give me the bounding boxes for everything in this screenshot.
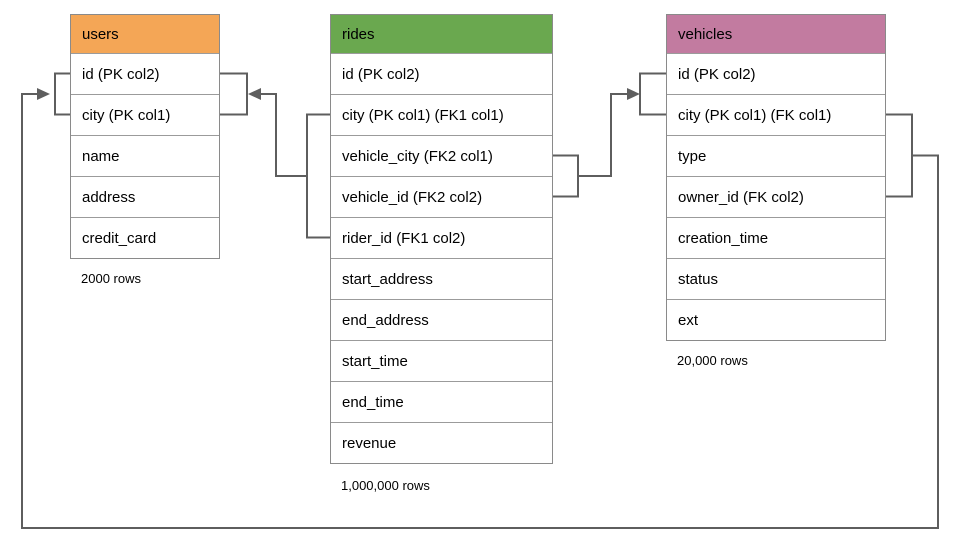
table-row: creation_time bbox=[667, 217, 885, 258]
table-rides: rides id (PK col2) city (PK col1) (FK1 c… bbox=[330, 14, 553, 464]
table-row: end_address bbox=[331, 299, 552, 340]
table-row: ext bbox=[667, 299, 885, 340]
table-row: owner_id (FK col2) bbox=[667, 176, 885, 217]
relationship-rides-vehicles bbox=[553, 72, 666, 198]
vehicles-right-bracket bbox=[886, 113, 913, 198]
vehicles-left-bracket bbox=[639, 72, 666, 116]
table-rides-rowcount: 1,000,000 rows bbox=[341, 478, 430, 493]
table-row: status bbox=[667, 258, 885, 299]
rides-vehicles-link bbox=[578, 93, 630, 177]
table-row: rider_id (FK1 col2) bbox=[331, 217, 552, 258]
table-row: revenue bbox=[331, 422, 552, 463]
table-row: id (PK col2) bbox=[331, 53, 552, 94]
table-row: vehicle_city (FK2 col1) bbox=[331, 135, 552, 176]
table-users: users id (PK col2) city (PK col1) name a… bbox=[70, 14, 220, 259]
table-row: city (PK col1) bbox=[71, 94, 219, 135]
table-row: city (PK col1) (FK col1) bbox=[667, 94, 885, 135]
table-users-rowcount: 2000 rows bbox=[81, 271, 141, 286]
table-row: type bbox=[667, 135, 885, 176]
table-row: vehicle_id (FK2 col2) bbox=[331, 176, 552, 217]
table-row: end_time bbox=[331, 381, 552, 422]
relationship-rides-users bbox=[220, 72, 330, 239]
table-row: start_time bbox=[331, 340, 552, 381]
users-right-bracket bbox=[220, 72, 248, 116]
rides-users-link bbox=[253, 93, 307, 177]
table-users-title: users bbox=[71, 15, 219, 53]
table-row: id (PK col2) bbox=[71, 53, 219, 94]
table-vehicles: vehicles id (PK col2) city (PK col1) (FK… bbox=[666, 14, 886, 341]
table-rides-title: rides bbox=[331, 15, 552, 53]
users-left-bracket bbox=[54, 72, 70, 116]
table-row: address bbox=[71, 176, 219, 217]
arrowhead-into-vehicles bbox=[627, 88, 640, 100]
table-vehicles-title: vehicles bbox=[667, 15, 885, 53]
rides-right-bracket bbox=[553, 154, 579, 198]
table-row: start_address bbox=[331, 258, 552, 299]
table-row: id (PK col2) bbox=[667, 53, 885, 94]
arrowhead-into-users-left bbox=[37, 88, 50, 100]
table-row: city (PK col1) (FK1 col1) bbox=[331, 94, 552, 135]
rides-left-bracket bbox=[306, 113, 330, 239]
table-row: name bbox=[71, 135, 219, 176]
table-vehicles-rowcount: 20,000 rows bbox=[677, 353, 748, 368]
table-row: credit_card bbox=[71, 217, 219, 258]
arrowhead-into-users bbox=[248, 88, 261, 100]
